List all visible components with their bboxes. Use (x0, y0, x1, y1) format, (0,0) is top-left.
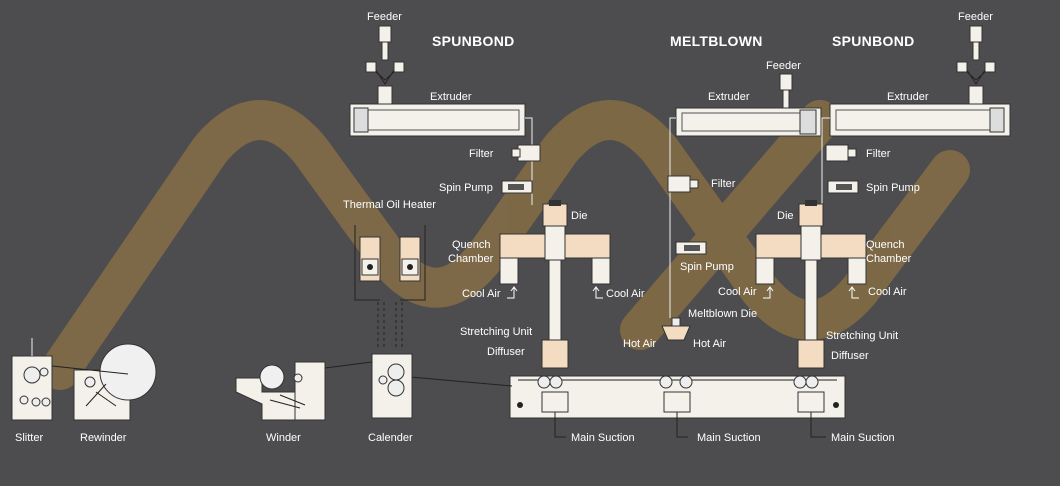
winder (235, 361, 373, 421)
label-feeder-right: Feeder (958, 11, 993, 23)
slitter (11, 338, 53, 421)
melt-pipes (525, 117, 830, 318)
label-meltblown-die: Meltblown Die (688, 308, 757, 320)
label-spin-pump-left: Spin Pump (439, 182, 493, 194)
label-filter-left: Filter (469, 148, 494, 160)
spin-pump-right (827, 180, 859, 194)
label-rewinder: Rewinder (80, 432, 127, 444)
label-main-suction-2: Main Suction (697, 432, 761, 444)
label-die-left: Die (571, 210, 588, 222)
label-spin-pump-right: Spin Pump (866, 182, 920, 194)
label-stretching-right: Stretching Unit (826, 330, 898, 342)
label-cool-air-3: Cool Air (718, 286, 757, 298)
label-stretching-left: Stretching Unit (460, 326, 532, 338)
feeder-right (956, 25, 996, 107)
extruder-left (349, 103, 526, 137)
label-diffuser-left: Diffuser (487, 346, 525, 358)
extruder-right (829, 103, 1011, 137)
quench-chamber-right (755, 225, 867, 341)
cool-air-arrow-icon (507, 286, 859, 299)
label-filter-right: Filter (866, 148, 891, 160)
spin-pump-mid (675, 241, 707, 255)
die-left (542, 200, 568, 227)
label-quench-right-2: Chamber (866, 253, 912, 265)
label-main-suction-3: Main Suction (831, 432, 895, 444)
feeder-mid (779, 73, 793, 111)
label-extruder-mid: Extruder (708, 91, 750, 103)
calender (371, 353, 413, 419)
filter-left (511, 144, 541, 162)
label-cool-air-1: Cool Air (462, 288, 501, 300)
filter-right (825, 144, 857, 162)
label-slitter: Slitter (15, 432, 43, 444)
label-thermal-oil-heater: Thermal Oil Heater (343, 199, 436, 211)
meltblown-die (661, 317, 691, 341)
title-meltblown: MELTBLOWN (670, 33, 763, 49)
label-feeder-left: Feeder (367, 11, 402, 23)
title-spunbond-right: SPUNBOND (832, 33, 915, 49)
label-extruder-right: Extruder (887, 91, 929, 103)
label-feeder-mid: Feeder (766, 60, 801, 72)
web-line (409, 376, 513, 387)
spin-pump-left (501, 180, 533, 194)
label-diffuser-right: Diffuser (831, 350, 869, 362)
label-cool-air-4: Cool Air (868, 286, 907, 298)
label-extruder-left: Extruder (430, 91, 472, 103)
label-hot-air-left: Hot Air (623, 338, 656, 350)
filter-mid (667, 175, 699, 193)
label-quench-left-2: Chamber (448, 253, 494, 265)
label-winder: Winder (266, 432, 301, 444)
label-cool-air-2: Cool Air (606, 288, 645, 300)
label-quench-left-1: Quench (452, 239, 491, 251)
label-main-suction-1: Main Suction (571, 432, 635, 444)
quench-chamber-left (499, 225, 611, 341)
label-hot-air-right: Hot Air (693, 338, 726, 350)
label-quench-right-1: Quench (866, 239, 905, 251)
rewinder (51, 343, 157, 421)
label-spin-pump-mid: Spin Pump (680, 261, 734, 273)
title-spunbond-left: SPUNBOND (432, 33, 515, 49)
forming-conveyor (509, 375, 846, 438)
label-filter-mid: Filter (711, 178, 736, 190)
die-right (798, 200, 824, 227)
stretching-unit-right (797, 339, 825, 369)
thermal-oil-heater (354, 225, 426, 350)
feeder-left (365, 25, 405, 107)
stretching-unit-left (541, 339, 569, 369)
extruder-mid (675, 107, 822, 137)
label-calender: Calender (368, 432, 413, 444)
label-die-right: Die (777, 210, 794, 222)
